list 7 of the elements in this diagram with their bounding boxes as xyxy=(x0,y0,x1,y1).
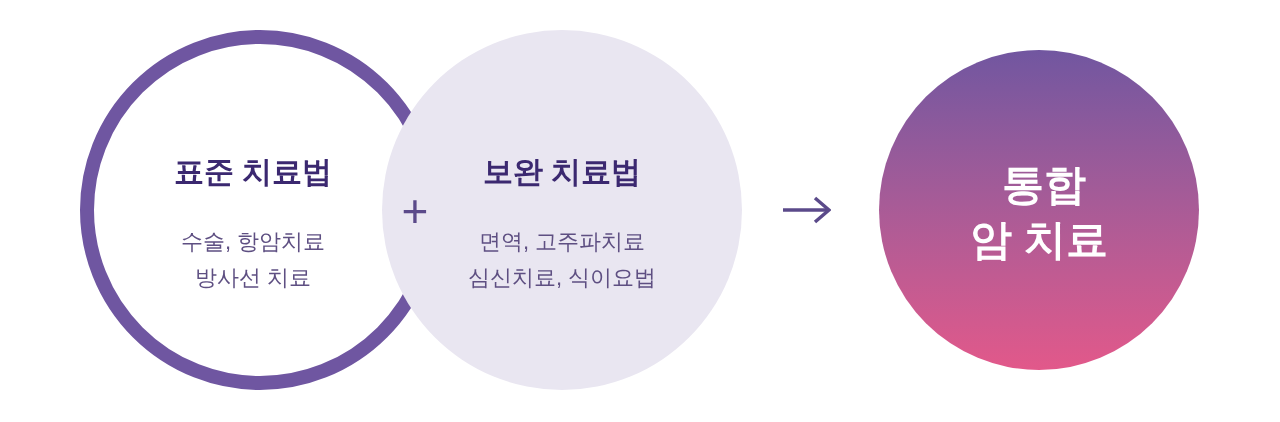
circle-body-text: 수술, 항암치료 방사선 치료 xyxy=(179,228,327,292)
circle-title: 표준 치료법 xyxy=(173,154,333,190)
circle-title: 보완 치료법 xyxy=(482,154,642,190)
plus-sign: + xyxy=(401,188,429,234)
arrow xyxy=(783,196,831,224)
circle-body-text: 면역, 고주파치료 심신치료, 식이요법 xyxy=(466,228,658,292)
circle-title: 통합 암 치료 xyxy=(969,160,1109,265)
